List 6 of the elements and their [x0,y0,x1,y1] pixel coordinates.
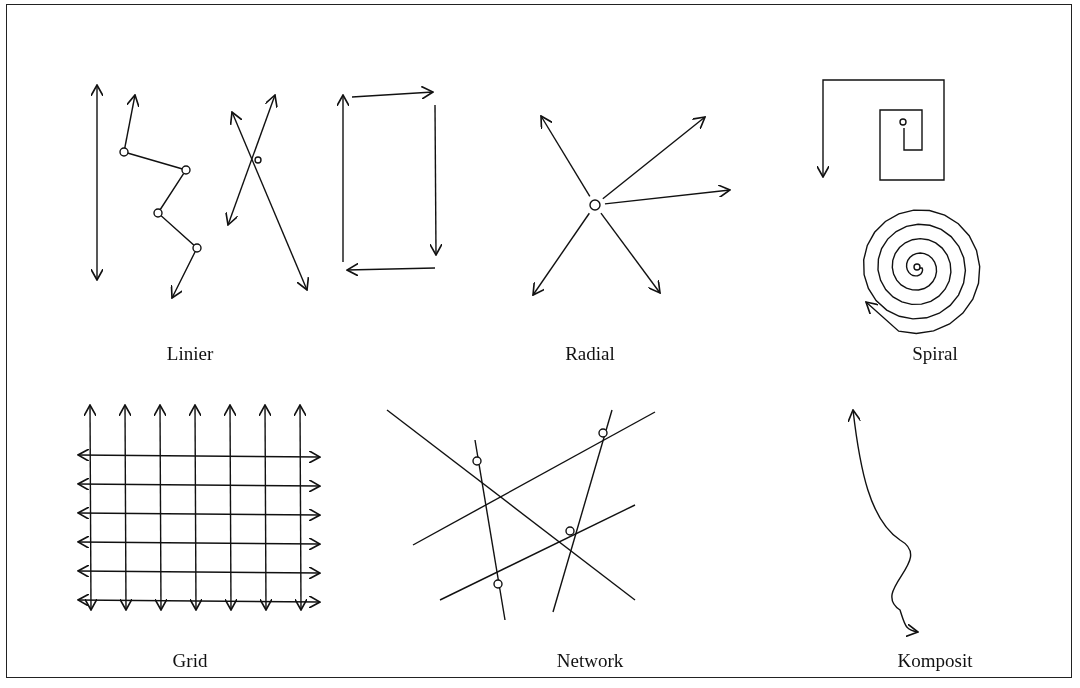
pattern-label: Linier [166,343,214,365]
pattern-label: Spiral [912,343,958,365]
pattern-label: Radial [565,343,615,365]
pattern-label: Grid [172,650,208,672]
pattern-label: Network [556,650,624,672]
pattern-label: Komposit [897,650,973,672]
